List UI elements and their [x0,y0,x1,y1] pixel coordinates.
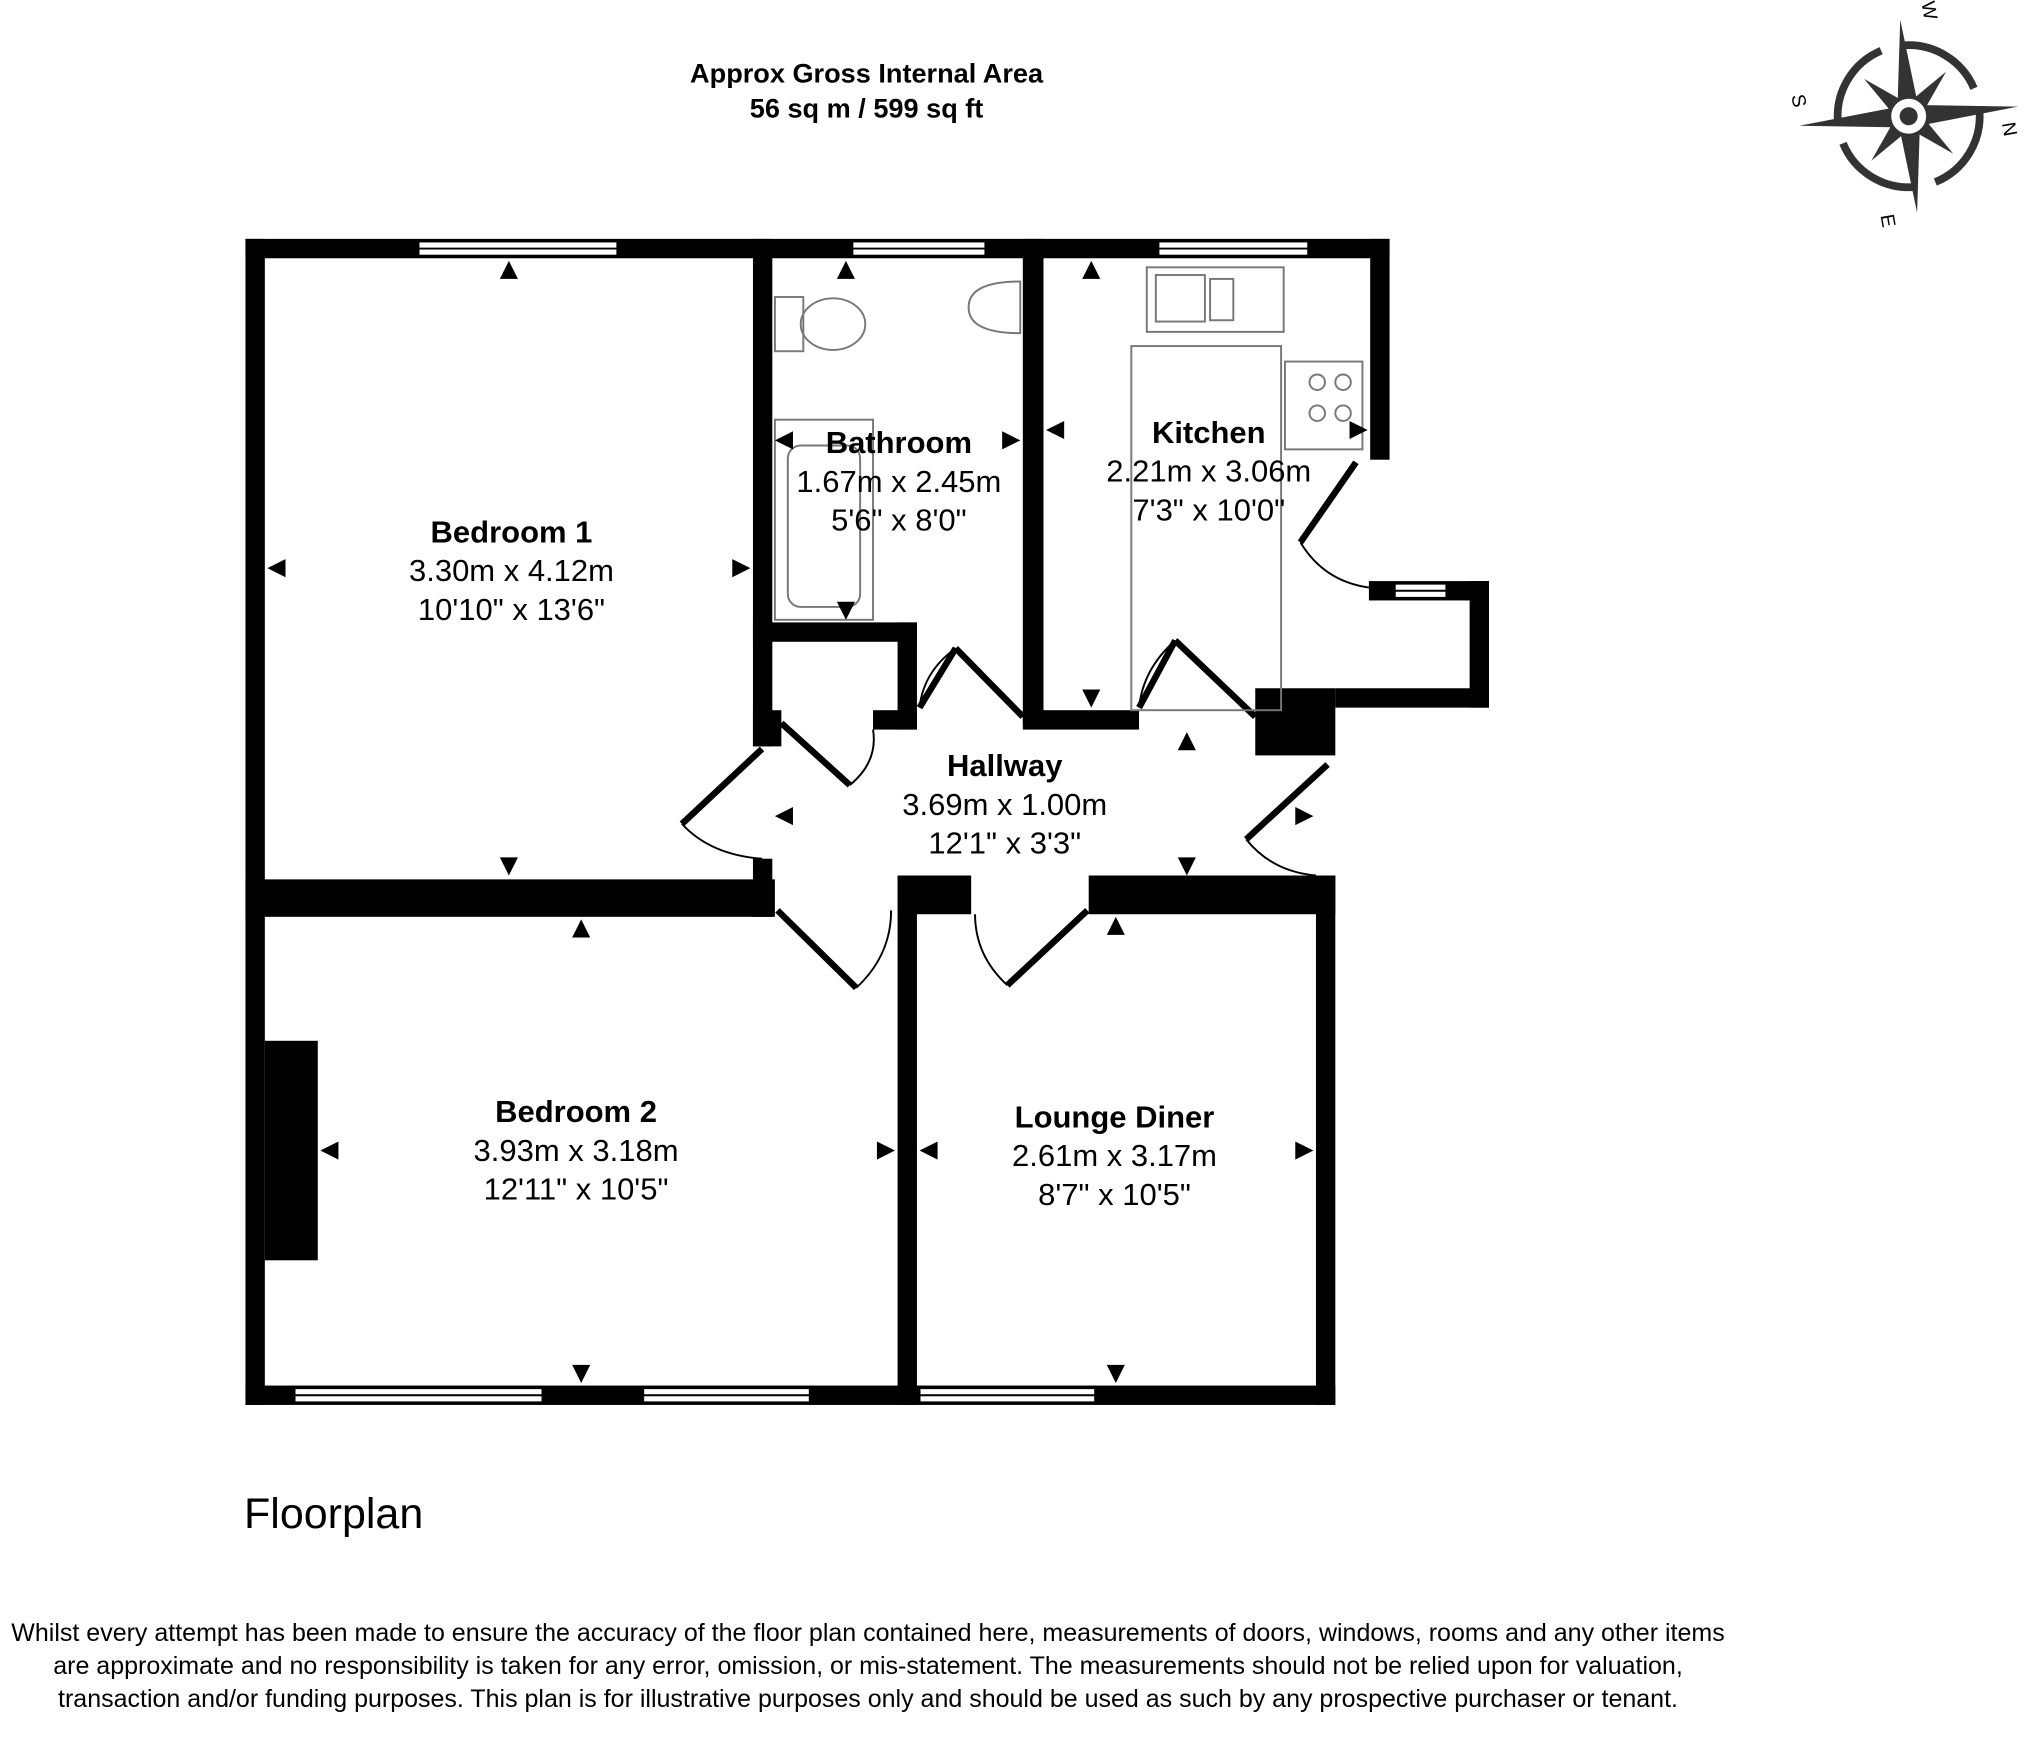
compass-rose-icon [1799,19,2019,213]
svg-text:Kitchen: Kitchen [1152,415,1266,450]
compass-w: W [1916,0,1941,22]
svg-text:3.30m x 4.12m: 3.30m x 4.12m [409,553,614,588]
svg-text:7'3" x 10'0": 7'3" x 10'0" [1132,492,1285,527]
windows [293,240,1448,1404]
room-hallway: Hallway 3.69m x 1.00m 12'1" x 3'3" [902,748,1107,860]
room-bedroom-2: Bedroom 2 3.93m x 3.18m 12'11" x 10'5" [474,1094,679,1206]
svg-text:12'11" x 10'5": 12'11" x 10'5" [484,1172,669,1207]
svg-text:Hallway: Hallway [947,748,1063,783]
room-lounge-diner: Lounge Diner 2.61m x 3.17m 8'7" x 10'5" [1012,1099,1217,1211]
svg-text:Bedroom 2: Bedroom 2 [495,1094,657,1129]
svg-text:Lounge Diner: Lounge Diner [1015,1099,1215,1134]
svg-text:Bedroom 1: Bedroom 1 [431,514,593,549]
svg-text:12'1" x 3'3": 12'1" x 3'3" [928,826,1081,861]
fixtures [773,266,1364,712]
svg-text:2.61m x 3.17m: 2.61m x 3.17m [1012,1138,1217,1173]
floor-label: Floorplan [244,1490,424,1538]
compass-e: E [1876,213,1900,230]
svg-text:3.69m x 1.00m: 3.69m x 1.00m [902,787,1107,822]
room-kitchen: Kitchen 2.21m x 3.06m 7'3" x 10'0" [1106,415,1311,527]
room-bedroom-1: Bedroom 1 3.30m x 4.12m 10'10" x 13'6" [409,514,614,626]
area-title: Approx Gross Internal Area [690,58,1044,89]
doors [679,460,1370,991]
disclaimer: Whilst every attempt has been made to en… [11,1619,1725,1713]
walls [245,238,1489,1405]
area-value: 56 sq m / 599 sq ft [750,93,984,124]
svg-text:10'10" x 13'6": 10'10" x 13'6" [418,592,605,627]
svg-text:2.21m x 3.06m: 2.21m x 3.06m [1106,454,1311,489]
room-bathroom: Bathroom 1.67m x 2.45m 5'6" x 8'0" [796,425,1001,537]
compass-n: N [1997,120,2021,138]
svg-text:5'6" x 8'0": 5'6" x 8'0" [831,503,966,538]
compass-s: S [1786,93,1810,110]
svg-text:Bathroom: Bathroom [826,425,972,460]
dimension-arrows [267,260,1368,1383]
svg-text:8'7" x 10'5": 8'7" x 10'5" [1038,1177,1191,1212]
svg-text:3.93m x 3.18m: 3.93m x 3.18m [474,1133,679,1168]
svg-text:1.67m x 2.45m: 1.67m x 2.45m [796,464,1001,499]
